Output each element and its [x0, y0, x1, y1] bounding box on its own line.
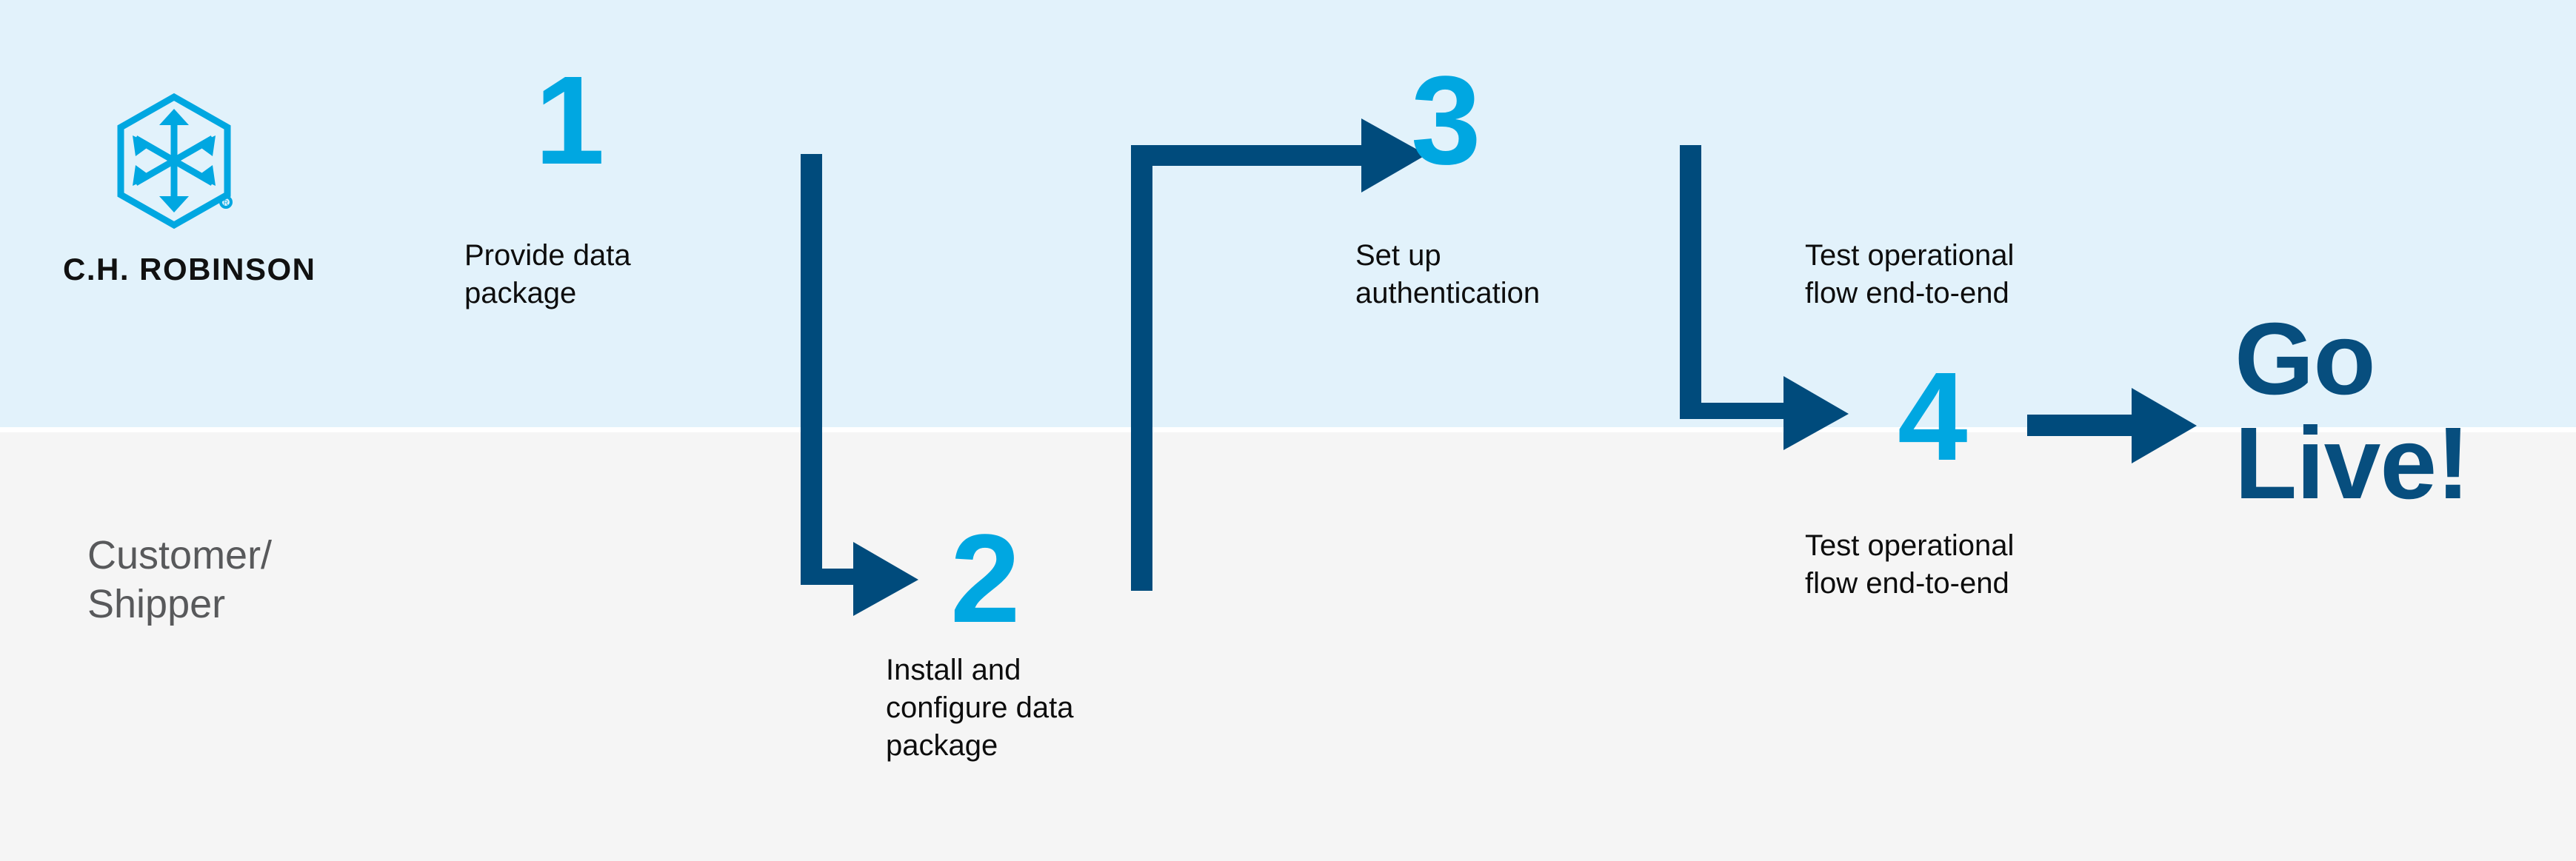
step-caption-4-line-2: flow end-to-end [1805, 567, 2009, 600]
outcome-line-2: Live! [2235, 406, 2470, 520]
step-caption-2: Install and configure data package [886, 651, 1197, 765]
step-caption-2-line-3: package [886, 729, 998, 763]
step-number-4: 4 [1898, 346, 1968, 487]
band-upper-chr [0, 0, 2576, 427]
step-caption-upper-test: Test operational flow end-to-end [1805, 237, 2116, 312]
actor-label-line-2: Shipper [87, 581, 226, 626]
step-caption-upper-test-line-1: Test operational [1805, 239, 2015, 272]
step-number-1: 1 [535, 50, 605, 191]
step-caption-4: Test operational flow end-to-end [1805, 527, 2116, 603]
step-caption-1-line-1: Provide data [464, 239, 631, 272]
band-lower-customer [0, 432, 2576, 861]
brand-logo: R C.H. ROBINSON [63, 93, 316, 287]
step-caption-2-line-1: Install and [886, 654, 1021, 686]
step-caption-3: Set up authentication [1355, 237, 1681, 312]
step-number-2: 2 [950, 509, 1021, 649]
step-caption-1: Provide data package [464, 237, 775, 312]
step-caption-4-line-1: Test operational [1805, 529, 2015, 562]
outcome-line-1: Go [2235, 302, 2376, 416]
step-caption-3-line-2: authentication [1355, 277, 1541, 310]
actor-label-customer-shipper: Customer/ Shipper [87, 532, 272, 629]
outcome-go-live: Go Live! [2235, 302, 2470, 520]
step-caption-1-line-2: package [464, 277, 577, 310]
brand-wordmark: C.H. ROBINSON [63, 252, 316, 287]
step-caption-upper-test-line-2: flow end-to-end [1805, 277, 2009, 310]
step-number-3: 3 [1411, 50, 1481, 191]
step-caption-3-line-1: Set up [1355, 239, 1441, 272]
svg-text:R: R [224, 199, 229, 207]
hexagon-cube-arrows-icon: R [117, 93, 233, 230]
actor-label-line-1: Customer/ [87, 533, 273, 577]
step-caption-2-line-2: configure data [886, 691, 1074, 725]
